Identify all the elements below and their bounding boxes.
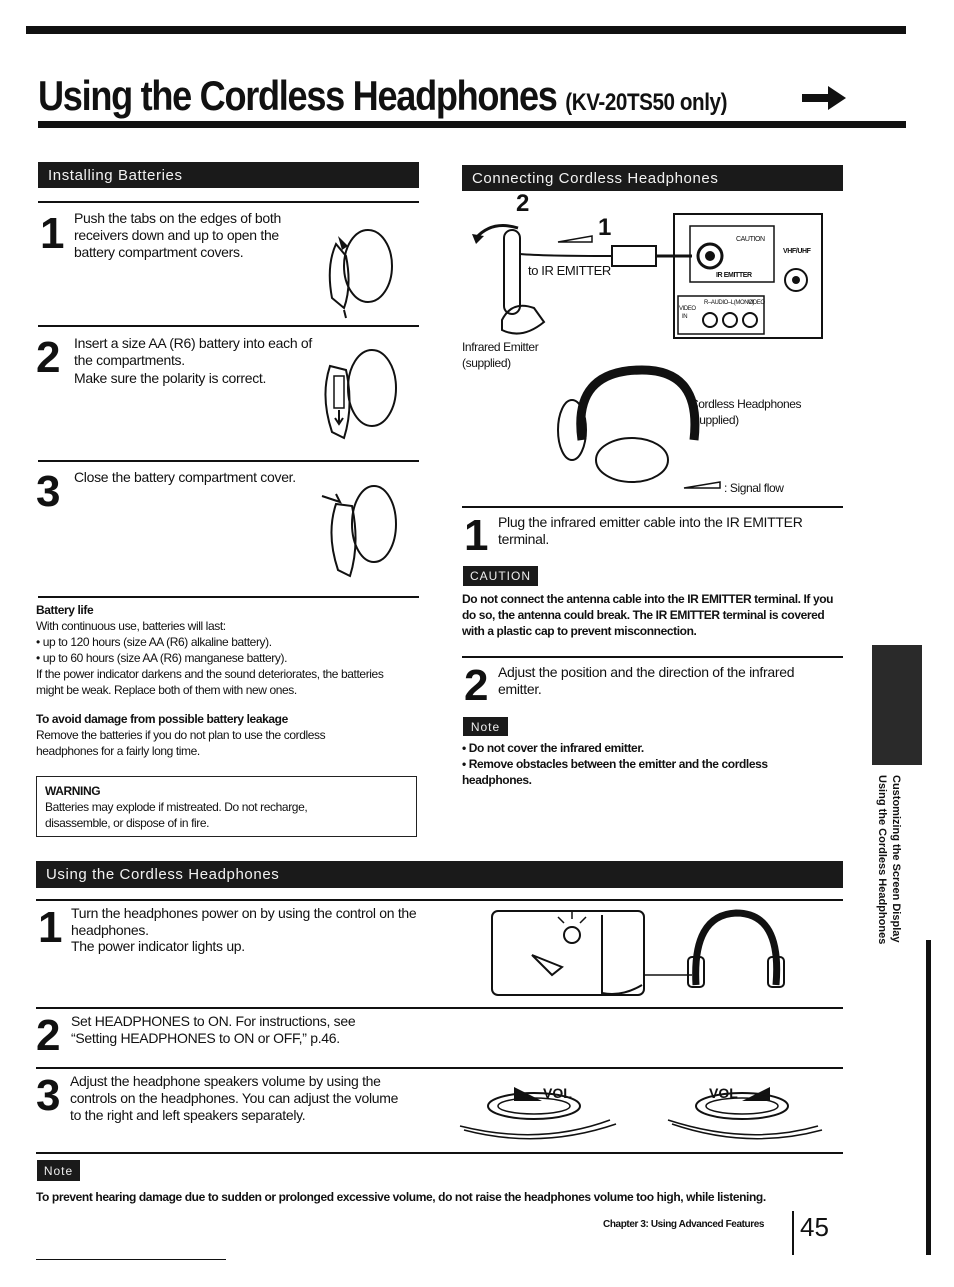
panel-vhf-label: VHF/UHF <box>783 248 811 255</box>
diagram-step-1: 1 <box>598 214 612 241</box>
connect-step2-text: Adjust the position and the direction of… <box>498 664 795 697</box>
using-heading: Using the Cordless Headphones <box>36 861 843 888</box>
battery-life-note: If the power indicator darkens and the s… <box>36 667 384 697</box>
divider <box>36 1007 843 1009</box>
panel-caution-label: CAUTION <box>736 236 765 243</box>
footer-divider <box>792 1211 794 1255</box>
install-step2-text: Insert a size AA (R6) battery into each … <box>74 335 312 368</box>
divider <box>462 506 843 508</box>
battery-life-title: Battery life <box>36 603 94 617</box>
power-control-illustration <box>491 909 785 996</box>
right-arrow-icon <box>802 86 846 110</box>
battery-insert-illustration <box>324 349 397 440</box>
step-number: 2 <box>464 661 489 710</box>
side-tab-label-1: Customizing the Screen Display <box>890 775 902 943</box>
step-number: 2 <box>36 333 61 382</box>
receiver-open-illustration <box>328 229 393 319</box>
leak-title: To avoid damage from possible battery le… <box>36 712 288 726</box>
install-step3-text: Close the battery compartment cover. <box>74 469 296 485</box>
divider <box>38 460 419 462</box>
panel-video-label: VIDEO <box>679 306 696 312</box>
side-tab-block <box>872 645 922 765</box>
page-title: Using the Cordless Headphones (KV-20TS50… <box>38 72 727 120</box>
step-number: 1 <box>40 209 65 258</box>
panel-ir-label: IR EMITTER <box>716 272 752 279</box>
top-rule <box>26 26 906 34</box>
footer-chapter: Chapter 3: Using Advanced Features <box>603 1219 765 1230</box>
caution-text: Do not connect the antenna cable into th… <box>462 592 834 638</box>
page-number: 45 <box>800 1212 829 1242</box>
connection-diagram <box>472 213 823 489</box>
step-number: 1 <box>464 511 489 560</box>
signal-flow-legend: : Signal flow <box>724 481 784 495</box>
panel-in-label: IN <box>682 314 688 320</box>
receiver-close-illustration <box>321 485 397 578</box>
battery-life-intro: With continuous use, batteries will last… <box>36 619 226 633</box>
list-item: up to 60 hours (size AA (R6) manganese b… <box>36 650 416 666</box>
emitter-label-supplied: (supplied) <box>462 356 511 370</box>
divider <box>36 899 843 901</box>
ir-emitter-label: to IR EMITTER <box>528 263 611 278</box>
divider <box>38 596 419 598</box>
step-number: 2 <box>36 1011 61 1060</box>
note-tag: Note <box>463 717 508 736</box>
using-note-text: To prevent hearing damage due to sudden … <box>36 1190 766 1204</box>
divider <box>38 325 419 327</box>
divider <box>36 1067 843 1069</box>
panel-video2-label: VIDEO <box>748 300 765 306</box>
list-item: Remove obstacles between the emitter and… <box>462 756 802 788</box>
volume-wheel-right-illustration <box>667 1092 823 1140</box>
warning-text: Batteries may explode if mistreated. Do … <box>45 800 308 830</box>
installing-batteries-heading: Installing Batteries <box>38 162 419 188</box>
page-title-model: (KV-20TS50 only) <box>565 89 728 116</box>
using-step1-indicator: The power indicator lights up. <box>71 938 245 954</box>
warning-box: WARNING Batteries may explode if mistrea… <box>36 776 417 837</box>
page-title-main: Using the Cordless Headphones <box>38 72 558 119</box>
list-item: Do not cover the infrared emitter. <box>462 740 802 756</box>
panel-audio-label: R–AUDIO–L(MONO) <box>704 300 755 306</box>
connect-note-list: Do not cover the infrared emitter. Remov… <box>462 740 802 788</box>
connecting-heading: Connecting Cordless Headphones <box>462 165 843 191</box>
install-step1-text: Push the tabs on the edges of both recei… <box>74 210 281 260</box>
title-rule <box>38 121 906 128</box>
divider <box>36 1152 843 1154</box>
right-edge-rule <box>926 940 931 1255</box>
install-step2-polarity: Make sure the polarity is correct. <box>74 370 267 386</box>
headphones-label: Cordless Headphones <box>690 397 802 411</box>
side-tab-label-2: Using the Cordless Headphones <box>876 775 888 945</box>
connect-step1-text: Plug the infrared emitter cable into the… <box>498 514 803 547</box>
step-number: 3 <box>36 1071 61 1120</box>
leak-text: Remove the batteries if you do not plan … <box>36 728 326 758</box>
vol-right-label: VOL <box>709 1085 738 1101</box>
bottom-rule <box>36 1259 226 1260</box>
diagram-step-2: 2 <box>516 190 530 217</box>
using-step2-text: Set HEADPHONES to ON. For instructions, … <box>71 1013 356 1046</box>
list-item: up to 120 hours (size AA (R6) alkaline b… <box>36 634 416 650</box>
using-step3-text: Adjust the headphone speakers volume by … <box>70 1073 399 1123</box>
emitter-label: Infrared Emitter <box>462 340 539 354</box>
divider <box>462 656 843 658</box>
warning-title: WARNING <box>45 784 101 798</box>
caution-tag: CAUTION <box>463 566 538 586</box>
divider <box>38 201 419 203</box>
step-number: 3 <box>36 467 61 516</box>
headphones-label-supplied: (supplied) <box>690 413 739 427</box>
battery-life-list: up to 120 hours (size AA (R6) alkaline b… <box>36 634 416 666</box>
volume-wheel-left-illustration <box>459 1092 617 1140</box>
note-tag: Note <box>37 1160 80 1181</box>
step-number: 1 <box>38 903 63 952</box>
side-tab-labels: Customizing the Screen Display Using the… <box>868 775 908 945</box>
using-step1-text: Turn the headphones power on by using th… <box>71 905 417 938</box>
